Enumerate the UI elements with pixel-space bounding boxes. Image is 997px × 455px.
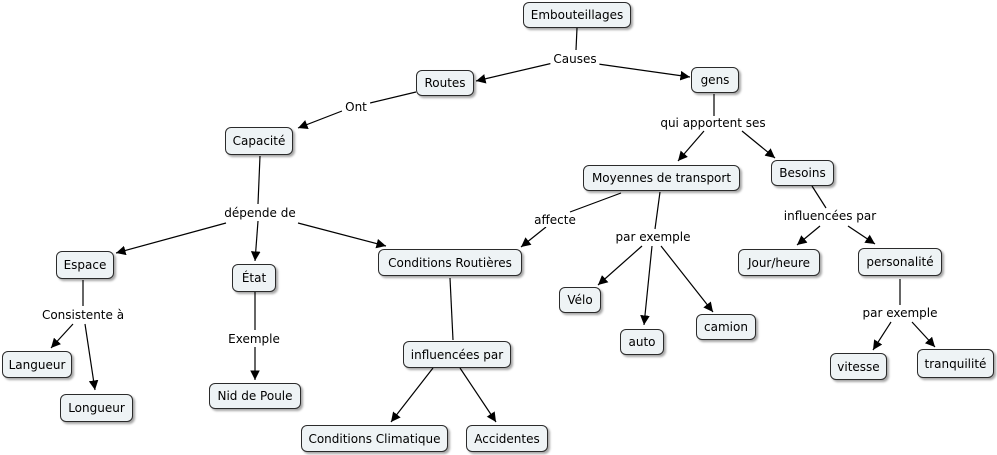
- node-routes[interactable]: Routes: [416, 70, 474, 96]
- link-label-affecte: affecte: [531, 213, 579, 227]
- node-gens[interactable]: gens: [691, 67, 739, 93]
- node-vitesse[interactable]: vitesse: [830, 353, 887, 380]
- link-label-qui-apportent: qui apportent ses: [657, 116, 769, 130]
- node-embouteillages[interactable]: Embouteillages: [523, 2, 631, 28]
- node-longueur[interactable]: Longueur: [60, 394, 133, 422]
- link-label-par-exemple-transport: par exemple: [612, 230, 694, 244]
- link-label-ont: Ont: [342, 100, 370, 114]
- node-jour-heure[interactable]: Jour/heure: [738, 249, 820, 276]
- link-label-causes: Causes: [550, 52, 600, 66]
- link-label-depende-de: dépende de: [221, 206, 299, 220]
- node-langueur[interactable]: Langueur: [2, 351, 72, 378]
- node-accidentes[interactable]: Accidentes: [466, 425, 548, 452]
- node-auto[interactable]: auto: [620, 329, 664, 355]
- node-influencees-par[interactable]: influencées par: [403, 341, 511, 368]
- node-espace[interactable]: Espace: [56, 251, 114, 279]
- node-moyennes-de-transport[interactable]: Moyennes de transport: [583, 165, 740, 191]
- node-nid-de-poule[interactable]: Nid de Poule: [209, 383, 301, 409]
- node-camion[interactable]: camion: [696, 314, 756, 340]
- link-label-exemple: Exemple: [225, 332, 283, 346]
- node-besoins[interactable]: Besoins: [771, 160, 834, 186]
- node-capacite[interactable]: Capacité: [225, 127, 293, 155]
- link-label-par-exemple-personalite: par exemple: [859, 306, 941, 320]
- node-etat[interactable]: État: [232, 264, 276, 292]
- node-conditions-climatique[interactable]: Conditions Climatique: [301, 425, 448, 452]
- link-label-influencees-par: influencées par: [780, 209, 880, 223]
- node-conditions-routieres[interactable]: Conditions Routières: [378, 249, 522, 276]
- node-tranquilite[interactable]: tranquilité: [917, 349, 994, 378]
- link-label-consistente: Consistente à: [38, 308, 128, 322]
- node-personalite[interactable]: personalité: [858, 248, 942, 276]
- node-velo[interactable]: Vélo: [559, 287, 601, 313]
